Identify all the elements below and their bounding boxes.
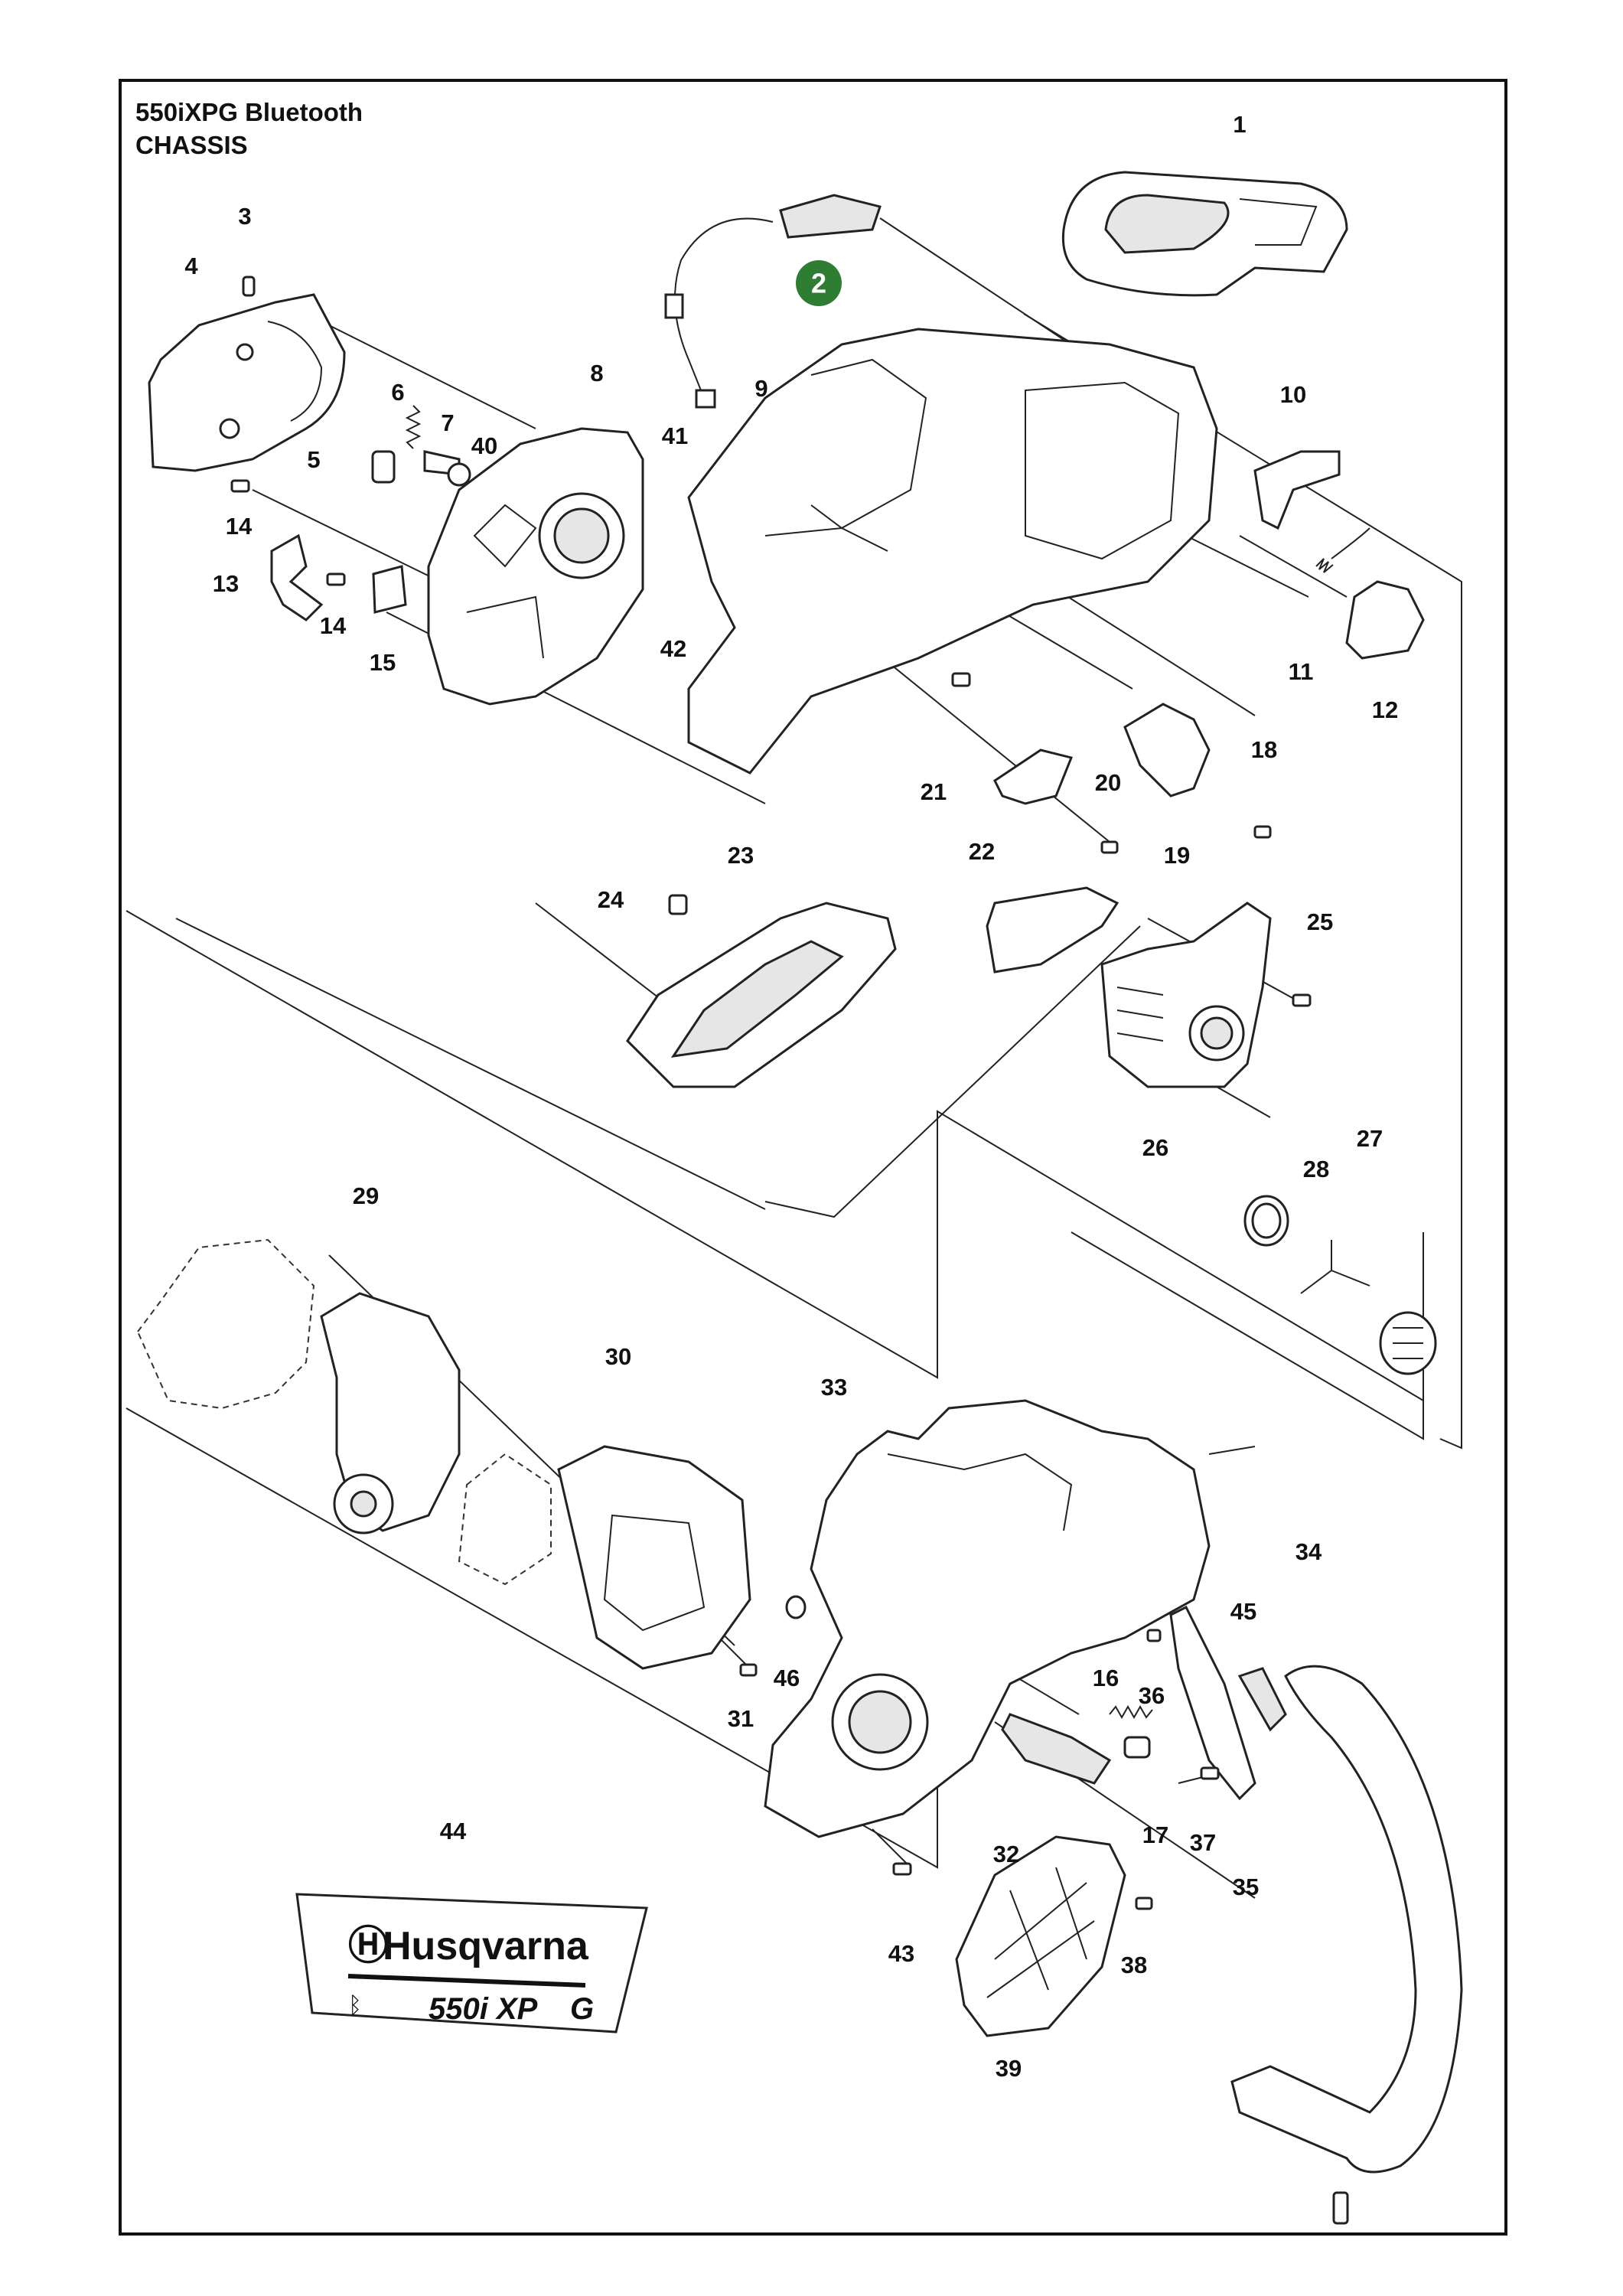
part-2-trigger-wire [664,194,882,409]
callout-8: 8 [590,360,603,386]
part-25-screw [668,894,688,915]
decal-model-suffix: G [570,1992,594,2026]
callout-20: 20 [1095,769,1121,796]
callout-40: 40 [471,432,497,459]
callout-21: 21 [921,778,947,805]
callout-22: 22 [969,838,995,865]
part-8-crankcase [427,427,644,706]
part-28-fuel-cap [1300,1240,1437,1375]
part-3-screw [242,276,256,297]
part-24-cylinder-cover [626,902,897,1088]
callout-14: 14 [226,513,253,540]
diagram-subtitle: CHASSIS [135,131,248,159]
part-15-plate [372,565,407,614]
part-30-starter-housing [136,1238,552,1586]
callout-5: 5 [307,446,320,473]
part-23-gasket [986,886,1119,974]
part-4-side-cover [148,293,346,472]
part-1-top-cover [1061,171,1348,297]
part-44-screw [892,1862,912,1876]
callout-4: 4 [184,253,198,279]
part-10-throttle-trigger [1253,450,1341,530]
diagram-frame [119,79,1507,2236]
small-parts-32-47 [739,1595,807,1677]
small-parts-5-7 [371,405,471,487]
callout-11: 11 [1289,658,1314,685]
callout-34: 34 [1295,1538,1322,1565]
callout-27: 27 [1357,1125,1383,1152]
callout-10: 10 [1280,381,1306,408]
part-34-chassis [764,1399,1211,1838]
callout-32: 32 [993,1841,1019,1867]
diagram-title: 550iXPG Bluetooth [135,98,363,126]
callout-7: 7 [441,409,454,436]
callout-38: 38 [1121,1952,1147,1978]
parts-17-18-33 [1001,1704,1153,1785]
small-parts-16-22 [951,672,1272,854]
part-35-front-handle [1230,1665,1463,2225]
callout-16: 16 [1093,1665,1119,1691]
callout-25: 25 [1307,908,1333,935]
part-29-seal [1243,1195,1289,1247]
highlight-badge [796,260,842,306]
callout-46: 46 [774,1665,800,1691]
callout-2: 2 [811,268,826,299]
callout-9: 9 [754,375,768,402]
callout-14: 14 [320,612,347,639]
callout-12: 12 [1372,696,1398,723]
callout-6: 6 [391,379,404,406]
callout-28: 28 [1303,1156,1329,1182]
callout-42: 42 [660,635,686,662]
callout-41: 41 [662,422,688,449]
part-31-fan-cover [557,1445,751,1670]
part-14-screws [230,479,346,586]
part-26-screw [1292,993,1312,1007]
callout-3: 3 [238,203,251,230]
callout-36: 36 [1139,1682,1165,1709]
callout-33: 33 [821,1374,847,1401]
decal-brand: Husqvarna [383,1924,589,1968]
callout-29: 29 [353,1182,379,1209]
callout-26: 26 [1142,1134,1168,1161]
bluetooth-icon: ᛒ [348,1992,362,2019]
decal-model: 550i XP [429,1992,538,2026]
part-45-decal: Husqvarna Ⓗ ᛒ 550i XP G [295,1893,648,2033]
callout-44: 44 [440,1818,467,1844]
callout-31: 31 [728,1705,754,1732]
callout-18: 18 [1251,736,1277,763]
diagram-title-block: 550iXPG Bluetooth CHASSIS [135,96,363,161]
callout-24: 24 [598,886,624,913]
husqvarna-logo-icon: Ⓗ [348,1924,388,1968]
part-13-bracket [270,533,324,621]
callout-45: 45 [1230,1598,1256,1625]
part-27-fuel-tank [1100,902,1272,1088]
callout-35: 35 [1233,1874,1259,1900]
part-12-latch [1345,580,1425,660]
part-9-main-housing [687,328,1218,775]
callout-43: 43 [888,1940,914,1967]
callout-13: 13 [213,570,239,597]
callout-23: 23 [728,842,754,869]
part-40-air-filter-cover [955,1835,1153,2037]
callout-39: 39 [996,2055,1022,2082]
callout-37: 37 [1190,1829,1216,1856]
parts-36-46 [1146,1605,1287,1801]
callout-19: 19 [1164,842,1190,869]
callout-17: 17 [1142,1821,1168,1848]
callout-15: 15 [370,649,396,676]
callout-1: 1 [1233,111,1246,138]
callout-30: 30 [605,1343,631,1370]
part-11-spring [1315,527,1370,573]
